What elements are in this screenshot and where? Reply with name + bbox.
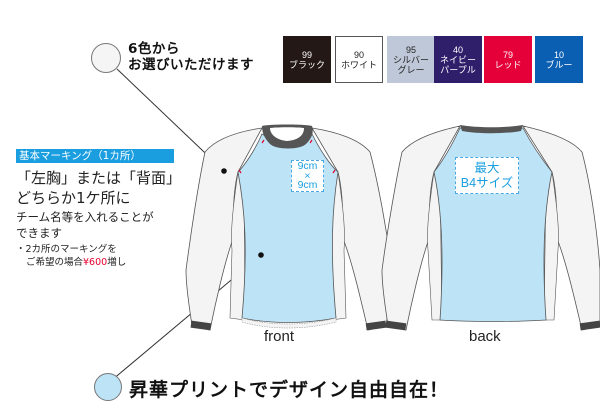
marking-tag: 基本マーキング（1カ所） <box>16 149 174 163</box>
front-caption: front <box>264 328 295 345</box>
note-price: ¥600 <box>83 257 108 268</box>
swatch-navy-purple: 40 ネイビー パープル <box>434 36 482 83</box>
swatch-code: 99 <box>301 49 312 60</box>
marking-line4: できます <box>16 226 62 240</box>
back-marking-area: 最大 B4サイズ <box>455 157 519 194</box>
marking-line2: どちらか1ケ所に <box>16 189 131 207</box>
swatch-code: 79 <box>502 49 513 60</box>
swatch-name-line1: ネイビー <box>439 54 476 65</box>
color-callout-text: 6色から お選びいただけます <box>128 41 254 73</box>
marking-note-line2: ご希望の場合¥600増し <box>16 256 196 269</box>
chest-size-x: × <box>304 169 311 182</box>
swatch-name: ブラック <box>288 59 325 70</box>
swatch-code: 40 <box>452 44 463 55</box>
marking-description: 「左胸」または「背面」 どちらか1ケ所に チーム名等を入れることが できます ・… <box>16 168 196 269</box>
print-callout-circle <box>94 373 122 401</box>
print-callout-text: 昇華プリントでデザイン自由自在！ <box>129 379 450 401</box>
note-suffix: 増し <box>107 257 127 268</box>
back-size-b4: B4サイズ <box>460 176 514 190</box>
color-callout-line2: お選びいただけます <box>128 57 254 73</box>
swatch-white: 90 ホワイト <box>335 36 383 83</box>
swatch-black: 99 ブラック <box>283 36 331 83</box>
front-chest-marking-area: 9cm × 9cm <box>291 160 324 192</box>
back-shirt <box>381 125 600 331</box>
back-caption: back <box>469 328 501 345</box>
swatch-name: レッド <box>494 59 522 70</box>
marking-line1: 「左胸」または「背面」 <box>16 169 182 187</box>
swatch-code: 90 <box>353 49 364 60</box>
chest-size-width: 9cm <box>297 160 318 172</box>
color-callout-line1: 6色から <box>128 41 180 57</box>
swatch-name-line2: グレー <box>397 64 425 75</box>
swatch-silver-grey: 95 シルバー グレー <box>387 36 435 83</box>
front-shirt <box>185 124 393 331</box>
swatch-code: 95 <box>405 44 416 55</box>
swatch-name-line2: パープル <box>440 64 476 75</box>
marking-line3: チーム名等を入れることが <box>16 210 154 224</box>
swatch-name: ホワイト <box>340 59 377 70</box>
swatch-red: 79 レッド <box>484 36 532 83</box>
color-callout-circle <box>91 43 121 73</box>
swatch-blue: 10 ブルー <box>535 36 583 83</box>
swatch-name: ブルー <box>545 59 573 70</box>
note-prefix: ご希望の場合 <box>26 257 84 268</box>
chest-size-height: 9cm <box>297 179 318 191</box>
back-size-max: 最大 <box>474 161 500 175</box>
marking-note-line1: ・2カ所のマーキングを <box>16 244 117 255</box>
swatch-name-line1: シルバー <box>392 54 429 65</box>
swatch-code: 10 <box>553 49 564 60</box>
